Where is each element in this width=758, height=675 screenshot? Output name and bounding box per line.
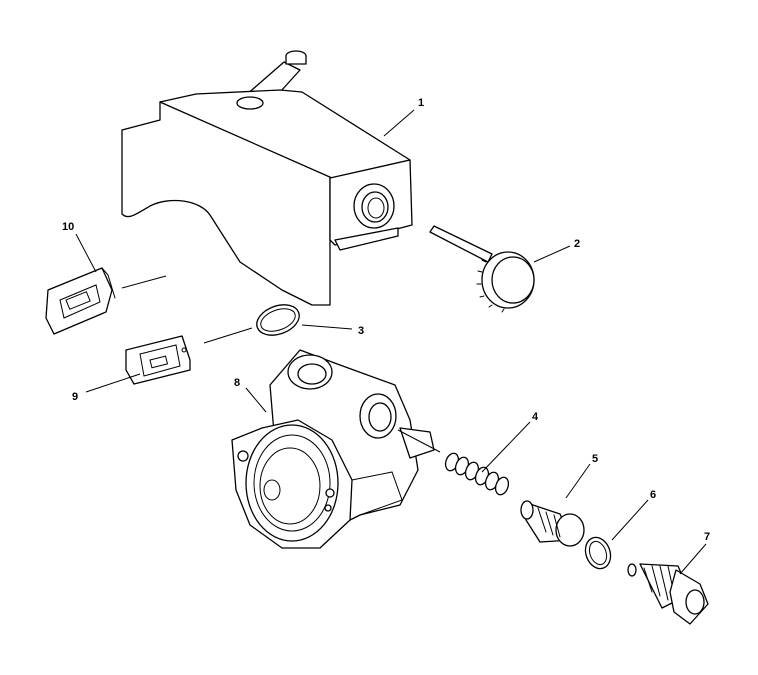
leader-6 [611, 499, 649, 541]
callout-9: 9 [72, 391, 78, 403]
leader-10 [75, 233, 97, 273]
callout-7: 7 [704, 531, 710, 543]
callout-6: 6 [650, 489, 656, 501]
valve-o-ring [584, 536, 612, 570]
leader-2 [533, 245, 571, 263]
callout-labels: 1 2 3 4 5 6 7 8 9 10 [62, 97, 710, 543]
alignment-line-valve [397, 429, 441, 453]
dipstick-cap [429, 225, 535, 313]
callout-1: 1 [418, 97, 424, 109]
o-ring [256, 304, 300, 336]
leader-5 [565, 463, 591, 499]
leader-8 [245, 387, 267, 413]
callout-3: 3 [358, 325, 364, 337]
leader-9 [85, 373, 141, 393]
callout-2: 2 [574, 238, 580, 250]
alignment-line-10 [121, 275, 167, 289]
clip-upper [45, 267, 116, 335]
reservoir [121, 50, 413, 306]
leader-4 [481, 421, 531, 473]
flow-control-valve [520, 500, 585, 547]
spring [444, 452, 510, 496]
pressure-fitting [627, 563, 709, 625]
callout-10: 10 [62, 221, 74, 233]
leader-3 [301, 324, 353, 330]
leader-1 [383, 109, 415, 137]
leader-lines [75, 109, 707, 575]
clip-lower [125, 335, 191, 385]
callout-5: 5 [592, 453, 598, 465]
callout-4: 4 [532, 411, 539, 423]
power-steering-pump [231, 349, 435, 549]
leader-7 [679, 543, 707, 575]
callout-8: 8 [234, 377, 240, 389]
alignment-line-9 [203, 327, 253, 344]
